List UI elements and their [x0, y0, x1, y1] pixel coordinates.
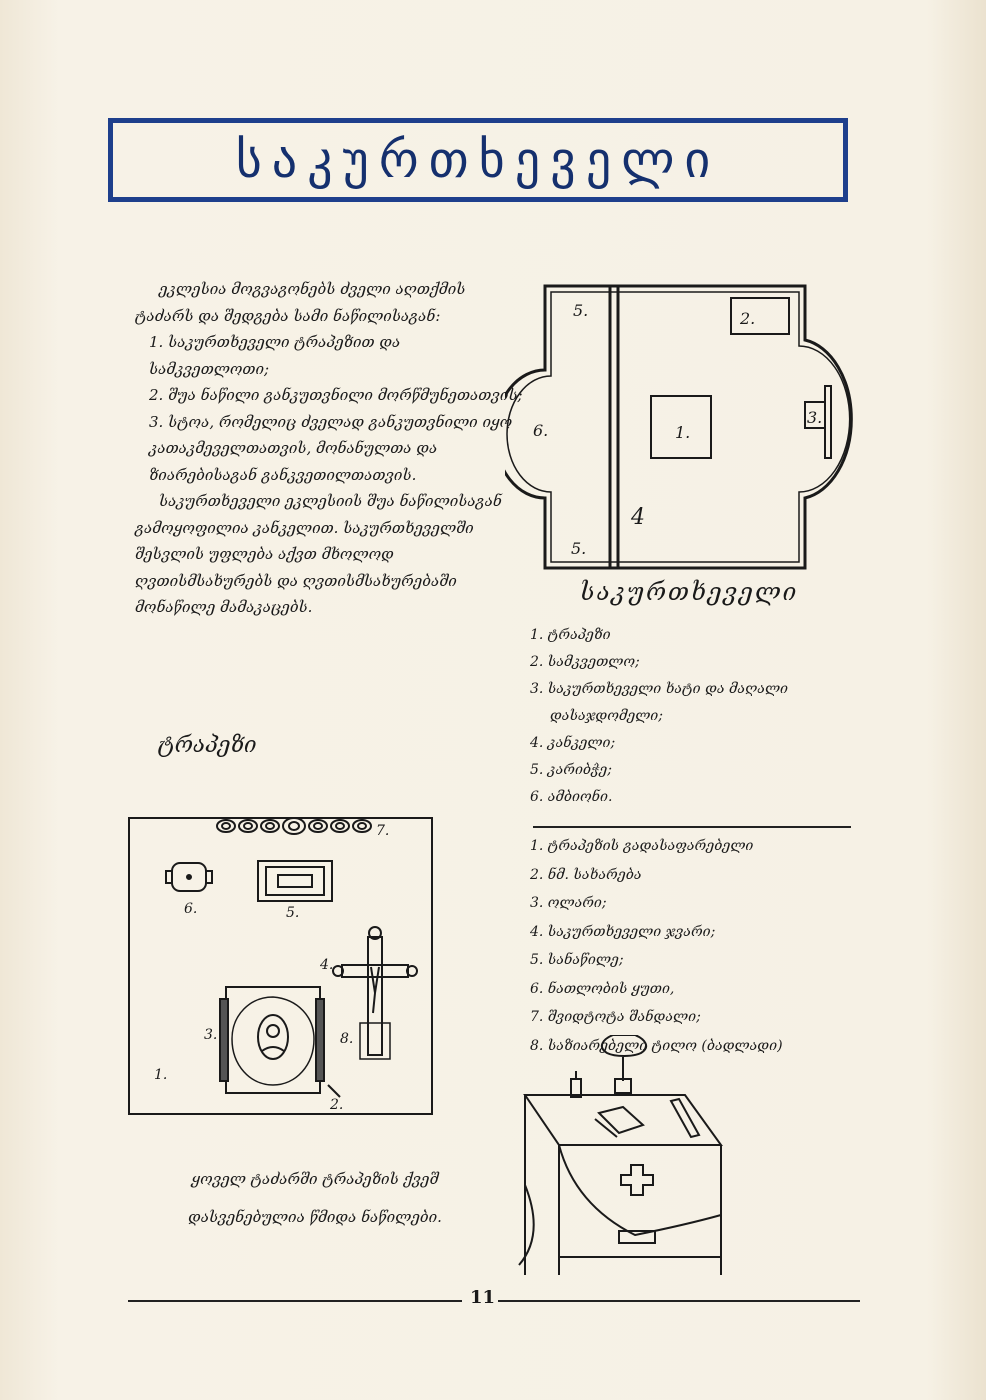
altar-table-drawing	[518, 1035, 723, 1275]
items-label-5: 5.	[286, 905, 299, 921]
plan-label-1: 1.	[675, 423, 690, 442]
plan-outline	[505, 284, 853, 570]
plan-label-2: 2.	[739, 309, 755, 328]
plan-legend-item-3: 3. საკურთხეველი ხატი და მაღალი	[530, 681, 788, 697]
plan-label-6: 6.	[533, 421, 548, 440]
items-label-3: 3.	[204, 1027, 217, 1043]
plan-label-5-top: 5.	[573, 301, 588, 320]
items-label-2: 2.	[329, 1097, 343, 1113]
intro-item-2: 2. შუა ნაწილი განკუთვნილი მორწმუნეთათვის…	[149, 386, 523, 404]
plan-prothesis	[730, 297, 790, 335]
items-legend: 1. ტრაპეზის გადასაფარებელი 2. ნმ. სახარე…	[530, 832, 783, 1060]
items-legend-8: 8. საზიარებელი ტილო (ბადლადი)	[530, 1037, 783, 1054]
plan-legend-item-3-cont: დასაჯდომელი;	[550, 708, 663, 724]
plan-legend-item-6: 6. ამბიონი.	[530, 789, 613, 805]
items-legend-4: 4. საკურთხეველი ჯვარი;	[530, 923, 716, 940]
plan-label-3: 3.	[807, 408, 822, 427]
subheading: ტრაპეზი	[158, 733, 257, 758]
reliquary-drawing	[257, 860, 333, 902]
items-label-6: 6.	[184, 901, 197, 917]
items-label-4: 4.	[319, 957, 333, 973]
page-title-box: საკურთხეველი	[108, 118, 848, 202]
plan-label-4: 4	[630, 505, 645, 530]
footer-rule-left	[128, 1300, 462, 1302]
items-label-1: 1.	[154, 1067, 167, 1083]
antimension-drawing	[219, 986, 341, 1098]
intro-paragraph-2: საკურთხეველი ეკლესიის შუა ნაწილისაგან გა…	[135, 492, 502, 616]
items-legend-2: 2. ნმ. სახარება	[530, 866, 642, 883]
plan-altar-table	[650, 395, 712, 459]
plan-label-5-bottom: 5.	[571, 539, 586, 558]
legend-divider	[533, 826, 851, 828]
candlestick-drawing	[216, 817, 372, 835]
items-label-7: 7.	[376, 823, 389, 839]
plan-legend: 1. ტრაპეზი 2. სამკვეთლო; 3. საკურთხეველი…	[530, 622, 788, 811]
page-number: 11	[470, 1287, 496, 1308]
items-label-8: 8.	[340, 1031, 353, 1047]
items-legend-6: 6. ნათლობის ყუთი,	[530, 980, 675, 997]
altar-caption: ყოველ ტაძარში ტრაპეზის ქვეშ დასვენებულია…	[188, 1170, 442, 1226]
altar-floor-plan: 5. 2. 1. 3. 6. 4 5.	[505, 284, 853, 570]
intro-item-3: 3. სტოა, რომელიც ძველად განკუთვნილი იყო …	[149, 412, 513, 484]
baptism-box-drawing	[165, 862, 213, 892]
plan-legend-item-4: 4. კანკელი;	[530, 735, 616, 751]
plan-outline-inner	[506, 291, 851, 563]
intro-paragraph-1: ეკლესია მოგვაგონებს ძველი აღთქმის ტაძარს…	[135, 280, 466, 325]
plan-legend-item-2: 2. სამკვეთლო;	[530, 654, 640, 670]
footer-rule-right	[498, 1300, 860, 1302]
altar-cross-drawing	[332, 926, 418, 1060]
intro-item-1: 1. საკურთხეველი ტრაპეზით და სამკვეთლოთი;	[149, 333, 401, 378]
items-legend-3: 3. ოლარი;	[530, 895, 607, 911]
altar-items-figure: 7. 6. 5. 4. 3. 8. 1. 2.	[128, 817, 433, 1115]
plan-legend-item-5: 5. კარიბჭე;	[530, 762, 612, 778]
items-legend-1: 1. ტრაპეზის გადასაფარებელი	[530, 838, 754, 854]
items-legend-7: 7. შვიდტოტა შანდალი;	[530, 1009, 701, 1025]
page-title: საკურთხეველი	[235, 131, 721, 189]
intro-text: ეკლესია მოგვაგონებს ძველი აღთქმის ტაძარს…	[135, 276, 525, 621]
items-legend-5: 5. სანაწილე;	[530, 952, 624, 968]
plan-title: საკურთხეველი	[580, 578, 799, 606]
plan-legend-item-1: 1. ტრაპეზი	[530, 627, 611, 643]
